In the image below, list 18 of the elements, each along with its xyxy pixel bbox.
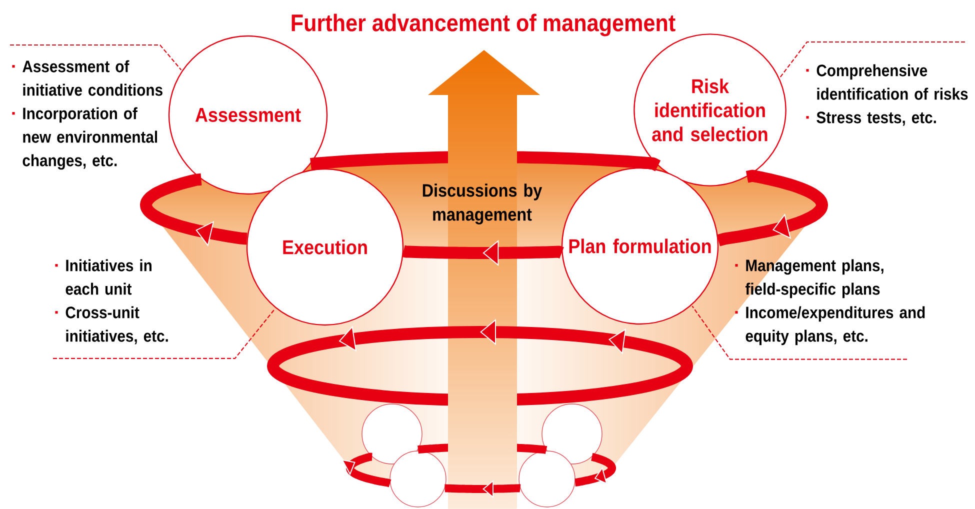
small-circle (518, 450, 576, 508)
bullet-list: Assessment of initiative conditions Incorporation of new environmental changes, etc. (12, 60, 162, 170)
cycle-arrow (716, 170, 828, 246)
cycle-arrow (341, 452, 392, 488)
leader-line (780, 41, 965, 78)
bullet-list: Initiatives in each unit Cross-unit initiatives, etc. (55, 259, 168, 344)
small-circle (390, 450, 446, 508)
cycle-arrow (140, 173, 248, 246)
cycle-arrow (573, 452, 616, 486)
title: Further advancement of management (292, 14, 676, 36)
center-label: Discussions by management (422, 184, 542, 224)
bullet-list: Management plans, field-specific plans Income/expenditures and equity plans, etc. (735, 259, 925, 346)
leader-line (692, 306, 907, 360)
small-circle (542, 404, 602, 464)
leader-line (53, 308, 276, 359)
small-circle (362, 404, 422, 464)
leader-line (10, 44, 182, 70)
bullet-list: Comprehensive identification of risks Stress tests, etc. (806, 64, 968, 126)
